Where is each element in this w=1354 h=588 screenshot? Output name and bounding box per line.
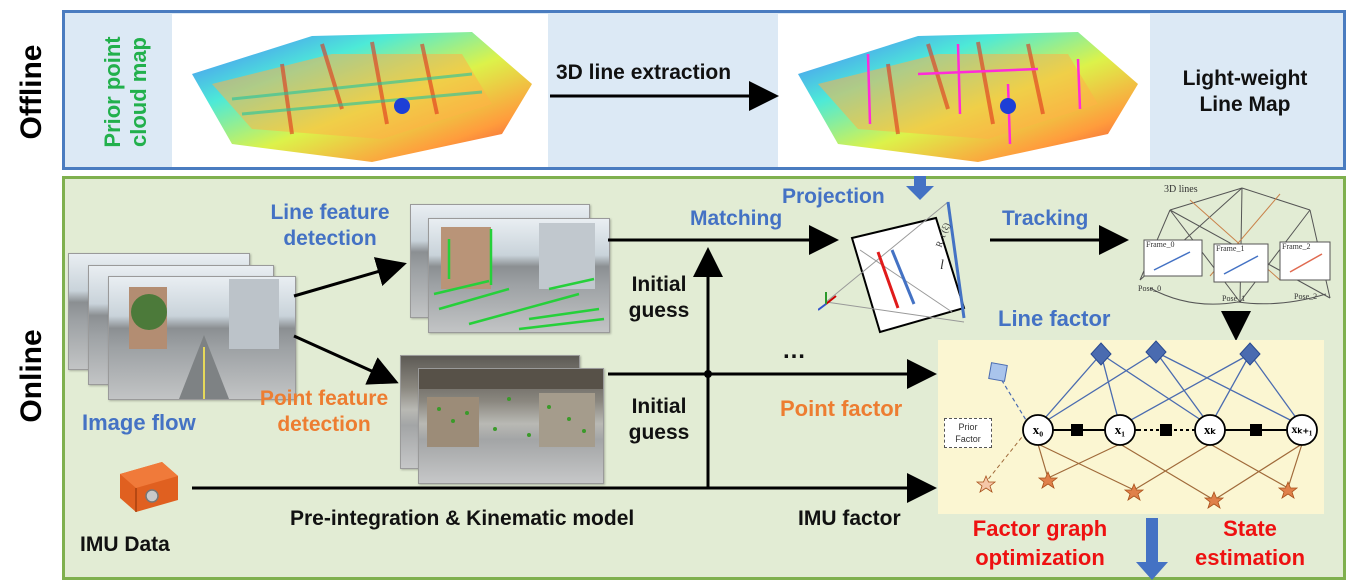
line-feature-label: Line feature detection: [270, 201, 390, 250]
image-flow-label: Image flow: [82, 410, 196, 435]
tracking-frame-2: Frame_2: [1282, 242, 1311, 251]
line-l-label: l: [940, 258, 944, 273]
imu-data-label: IMU Data: [80, 533, 170, 556]
tracking-title: 3D lines: [1164, 184, 1198, 195]
node-x1: x₁: [1114, 422, 1126, 437]
prior-factor-box: Prior Factor: [944, 418, 992, 448]
line-factor-label: Line factor: [998, 306, 1111, 331]
tracking-pose-0: Pose_0: [1138, 284, 1162, 293]
matching-label: Matching: [690, 207, 783, 230]
line-tracking-sketch: 3D lines Frame_0 Frame_1 Frame_2 Pose_0 …: [1130, 180, 1340, 316]
preintegration-label: Pre-integration & Kinematic model: [290, 507, 635, 530]
projection-label: Projection: [782, 185, 885, 208]
point-factor-label: Point factor: [780, 396, 903, 421]
line-extraction-label: 3D line extraction: [556, 61, 732, 84]
point-detection-frame-front: [418, 368, 604, 484]
initial-guess-2-label: Initial guess: [628, 395, 690, 444]
initial-guess-1-label: Initial guess: [628, 273, 690, 322]
line-map-image: [778, 14, 1150, 167]
factor-graph-panel: Prior Factor x₀ x₁ xₖ xₖ₊₁: [938, 340, 1324, 514]
node-x0: x₀: [1032, 422, 1044, 437]
prior-point-cloud-image: [172, 14, 548, 167]
tracking-frame-0: Frame_0: [1146, 240, 1175, 249]
point-feature-label: Point feature detection: [259, 387, 389, 436]
tracking-label: Tracking: [1002, 207, 1089, 230]
image-flow-frame-1: [108, 276, 296, 400]
imu-factor-label: IMU factor: [798, 507, 901, 530]
line-map-label: Light-weight Line Map: [1182, 67, 1308, 116]
node-xk1: xₖ₊₁: [1291, 422, 1313, 436]
imu-device-icon: [112, 456, 182, 518]
ellipsis-label: …: [782, 337, 806, 364]
state-estimation-label: State estimation: [1194, 516, 1306, 570]
tracking-pose-1: Pose_1: [1222, 294, 1246, 303]
factor-graph-optimization-label: Factor graph optimization: [972, 516, 1108, 570]
node-xk: xₖ: [1203, 422, 1217, 437]
tracking-frame-1: Frame_1: [1216, 244, 1245, 253]
tracking-pose-2: Pose_2: [1294, 292, 1318, 301]
line-detection-frame-front: [428, 218, 610, 333]
line-projection-sketch: l R, t (ξ): [817, 192, 988, 340]
